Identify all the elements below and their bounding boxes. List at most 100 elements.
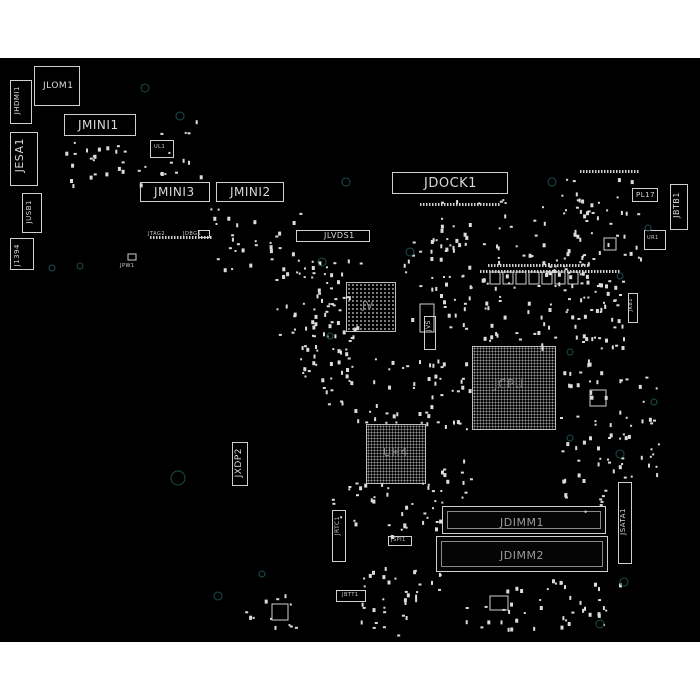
- smd-pad: [430, 240, 434, 244]
- jusb1-outline: [22, 193, 42, 233]
- smd-pad: [588, 362, 592, 367]
- connector-pin: [560, 264, 562, 267]
- smd-pad: [548, 308, 552, 312]
- smd-pad: [619, 410, 622, 415]
- smd-pad: [568, 383, 571, 388]
- smd-pad: [452, 225, 455, 228]
- connector-pin: [579, 270, 581, 273]
- smd-pad: [406, 593, 410, 598]
- smd-pad: [440, 394, 444, 397]
- jxdp2-outline: [232, 442, 248, 486]
- smd-pad: [653, 419, 656, 422]
- smd-pad: [600, 347, 603, 350]
- connector-pin: [512, 264, 514, 267]
- smd-pad: [254, 244, 258, 247]
- smd-pad: [431, 490, 435, 493]
- smd-pad: [465, 607, 469, 609]
- inductor-pad: [489, 271, 501, 285]
- smd-pad: [435, 521, 439, 523]
- smd-pad: [496, 244, 498, 249]
- smd-pad: [350, 337, 354, 339]
- smd-pad: [575, 335, 578, 340]
- smd-pad: [655, 465, 658, 468]
- smd-pad: [93, 173, 97, 176]
- smd-pad: [195, 120, 198, 125]
- smd-pad: [160, 132, 164, 135]
- smd-pad: [622, 280, 625, 283]
- smd-pad: [483, 336, 487, 341]
- smd-pad: [542, 261, 546, 266]
- smd-pad: [453, 298, 456, 301]
- smd-pad: [484, 605, 488, 608]
- connector-pin: [595, 170, 597, 173]
- smd-pad: [388, 368, 391, 371]
- smd-pad: [591, 212, 595, 214]
- smd-pad: [419, 360, 421, 365]
- smd-pad: [583, 296, 586, 299]
- smd-pad: [294, 626, 298, 629]
- smd-pad: [600, 283, 603, 288]
- smd-pad: [617, 319, 621, 324]
- smd-pad: [571, 611, 575, 614]
- mounting-via: [566, 434, 574, 442]
- smd-pad: [562, 616, 565, 621]
- mounting-via: [76, 262, 84, 270]
- smd-pad: [629, 251, 633, 256]
- smd-pad: [596, 216, 599, 221]
- smd-pad: [443, 473, 447, 478]
- connector-pin: [575, 264, 577, 267]
- smd-pad: [318, 292, 322, 295]
- smd-pad: [73, 141, 76, 144]
- connector-pin: [168, 236, 170, 239]
- smd-pad: [582, 440, 586, 445]
- smd-pad: [440, 224, 444, 229]
- smd-pad: [575, 206, 579, 209]
- smd-pad: [620, 210, 623, 215]
- smd-pad: [169, 161, 173, 164]
- smd-pad: [608, 461, 611, 464]
- smd-pad: [590, 390, 593, 395]
- mounting-via: [341, 177, 351, 187]
- mounting-via: [140, 83, 150, 93]
- smd-pad: [168, 151, 171, 154]
- smd-pad: [489, 339, 492, 342]
- smd-pad: [554, 336, 558, 339]
- smd-pad: [569, 275, 573, 280]
- label-jdock1: JDOCK1: [424, 176, 477, 191]
- smd-pad: [487, 306, 490, 311]
- label-ul1: UL1: [154, 144, 166, 150]
- mounting-via: [650, 398, 658, 406]
- smd-pad: [528, 253, 532, 258]
- smd-pad: [587, 359, 590, 364]
- smd-pad: [503, 315, 507, 320]
- smd-pad: [460, 471, 464, 474]
- smd-pad: [383, 606, 386, 609]
- connector-pin: [554, 264, 556, 267]
- smd-pad: [388, 385, 391, 390]
- smd-pad: [385, 412, 389, 415]
- smd-pad: [341, 272, 344, 277]
- smd-pad: [270, 258, 274, 261]
- smd-pad: [520, 589, 524, 593]
- mounting-via: [48, 264, 56, 272]
- connector-pin: [201, 236, 203, 239]
- smd-pad: [406, 365, 410, 368]
- smd-pad: [630, 180, 634, 185]
- connector-pin: [542, 264, 544, 267]
- smd-pad: [374, 622, 378, 624]
- connector-pin: [613, 170, 615, 173]
- jsata1-outline: [618, 482, 632, 564]
- smd-pad: [121, 169, 125, 174]
- smd-pad: [372, 608, 376, 613]
- j1394-outline: [10, 238, 34, 270]
- smd-pad: [341, 370, 343, 375]
- label-ur1: UR1: [647, 235, 659, 241]
- jvs-outline: [424, 316, 436, 350]
- smd-pad: [347, 259, 350, 264]
- smd-pad: [569, 384, 573, 389]
- jhdmi1-outline: [10, 80, 32, 124]
- smd-pad: [469, 478, 473, 481]
- smd-pad: [345, 352, 349, 357]
- smd-pad: [302, 372, 305, 374]
- smd-pad: [381, 482, 384, 487]
